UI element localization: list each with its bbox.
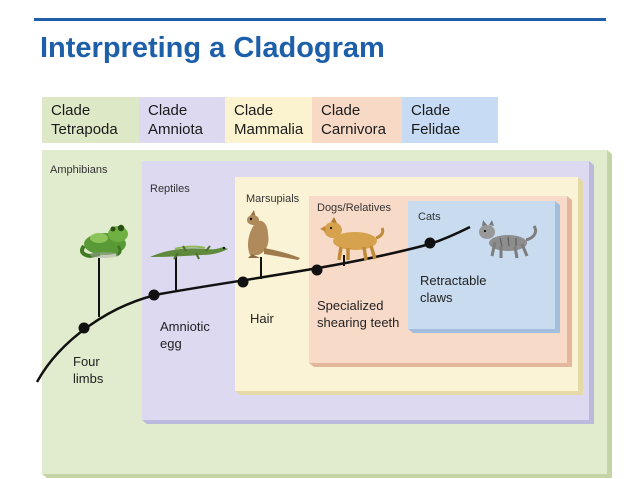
group-label-amphibians: Amphibians [50,164,108,176]
trait-shearing-teeth: Specialized shearing teeth [317,298,400,330]
frog-icon [80,224,128,259]
group-label-cats: Cats [418,211,441,223]
kangaroo-icon [247,210,300,260]
clade-label-tetrapoda: Clade Tetrapoda [42,97,142,143]
title-rule [34,18,606,21]
node-four-limbs [78,322,90,334]
page-title: Interpreting a Cladogram [40,32,385,64]
cat-icon [479,220,538,259]
node-retractable-claws [424,237,436,249]
clade-label-carnivora: Clade Carnivora [312,97,405,143]
group-label-marsupials: Marsupials [246,193,300,205]
node-shearing-teeth [311,264,323,276]
trait-retractable-claws: Retractable claws [420,273,487,305]
clade-label-mammalia: Clade Mammalia [225,97,315,143]
dog-icon [320,217,385,261]
group-label-dogs: Dogs/Relatives [317,202,391,214]
node-amniotic-egg [148,289,160,301]
trait-amniotic-egg: Amniotic egg [160,319,210,351]
group-label-reptiles: Reptiles [150,183,190,195]
trait-hair: Hair [250,311,274,326]
node-hair [237,276,249,288]
clade-label-amniota: Clade Amniota [139,97,228,143]
box-felidae [408,201,560,333]
trait-four-limbs: Four limbs [73,354,104,386]
clade-label-felidae: Clade Felidae [402,97,498,143]
lizard-icon [150,245,228,260]
